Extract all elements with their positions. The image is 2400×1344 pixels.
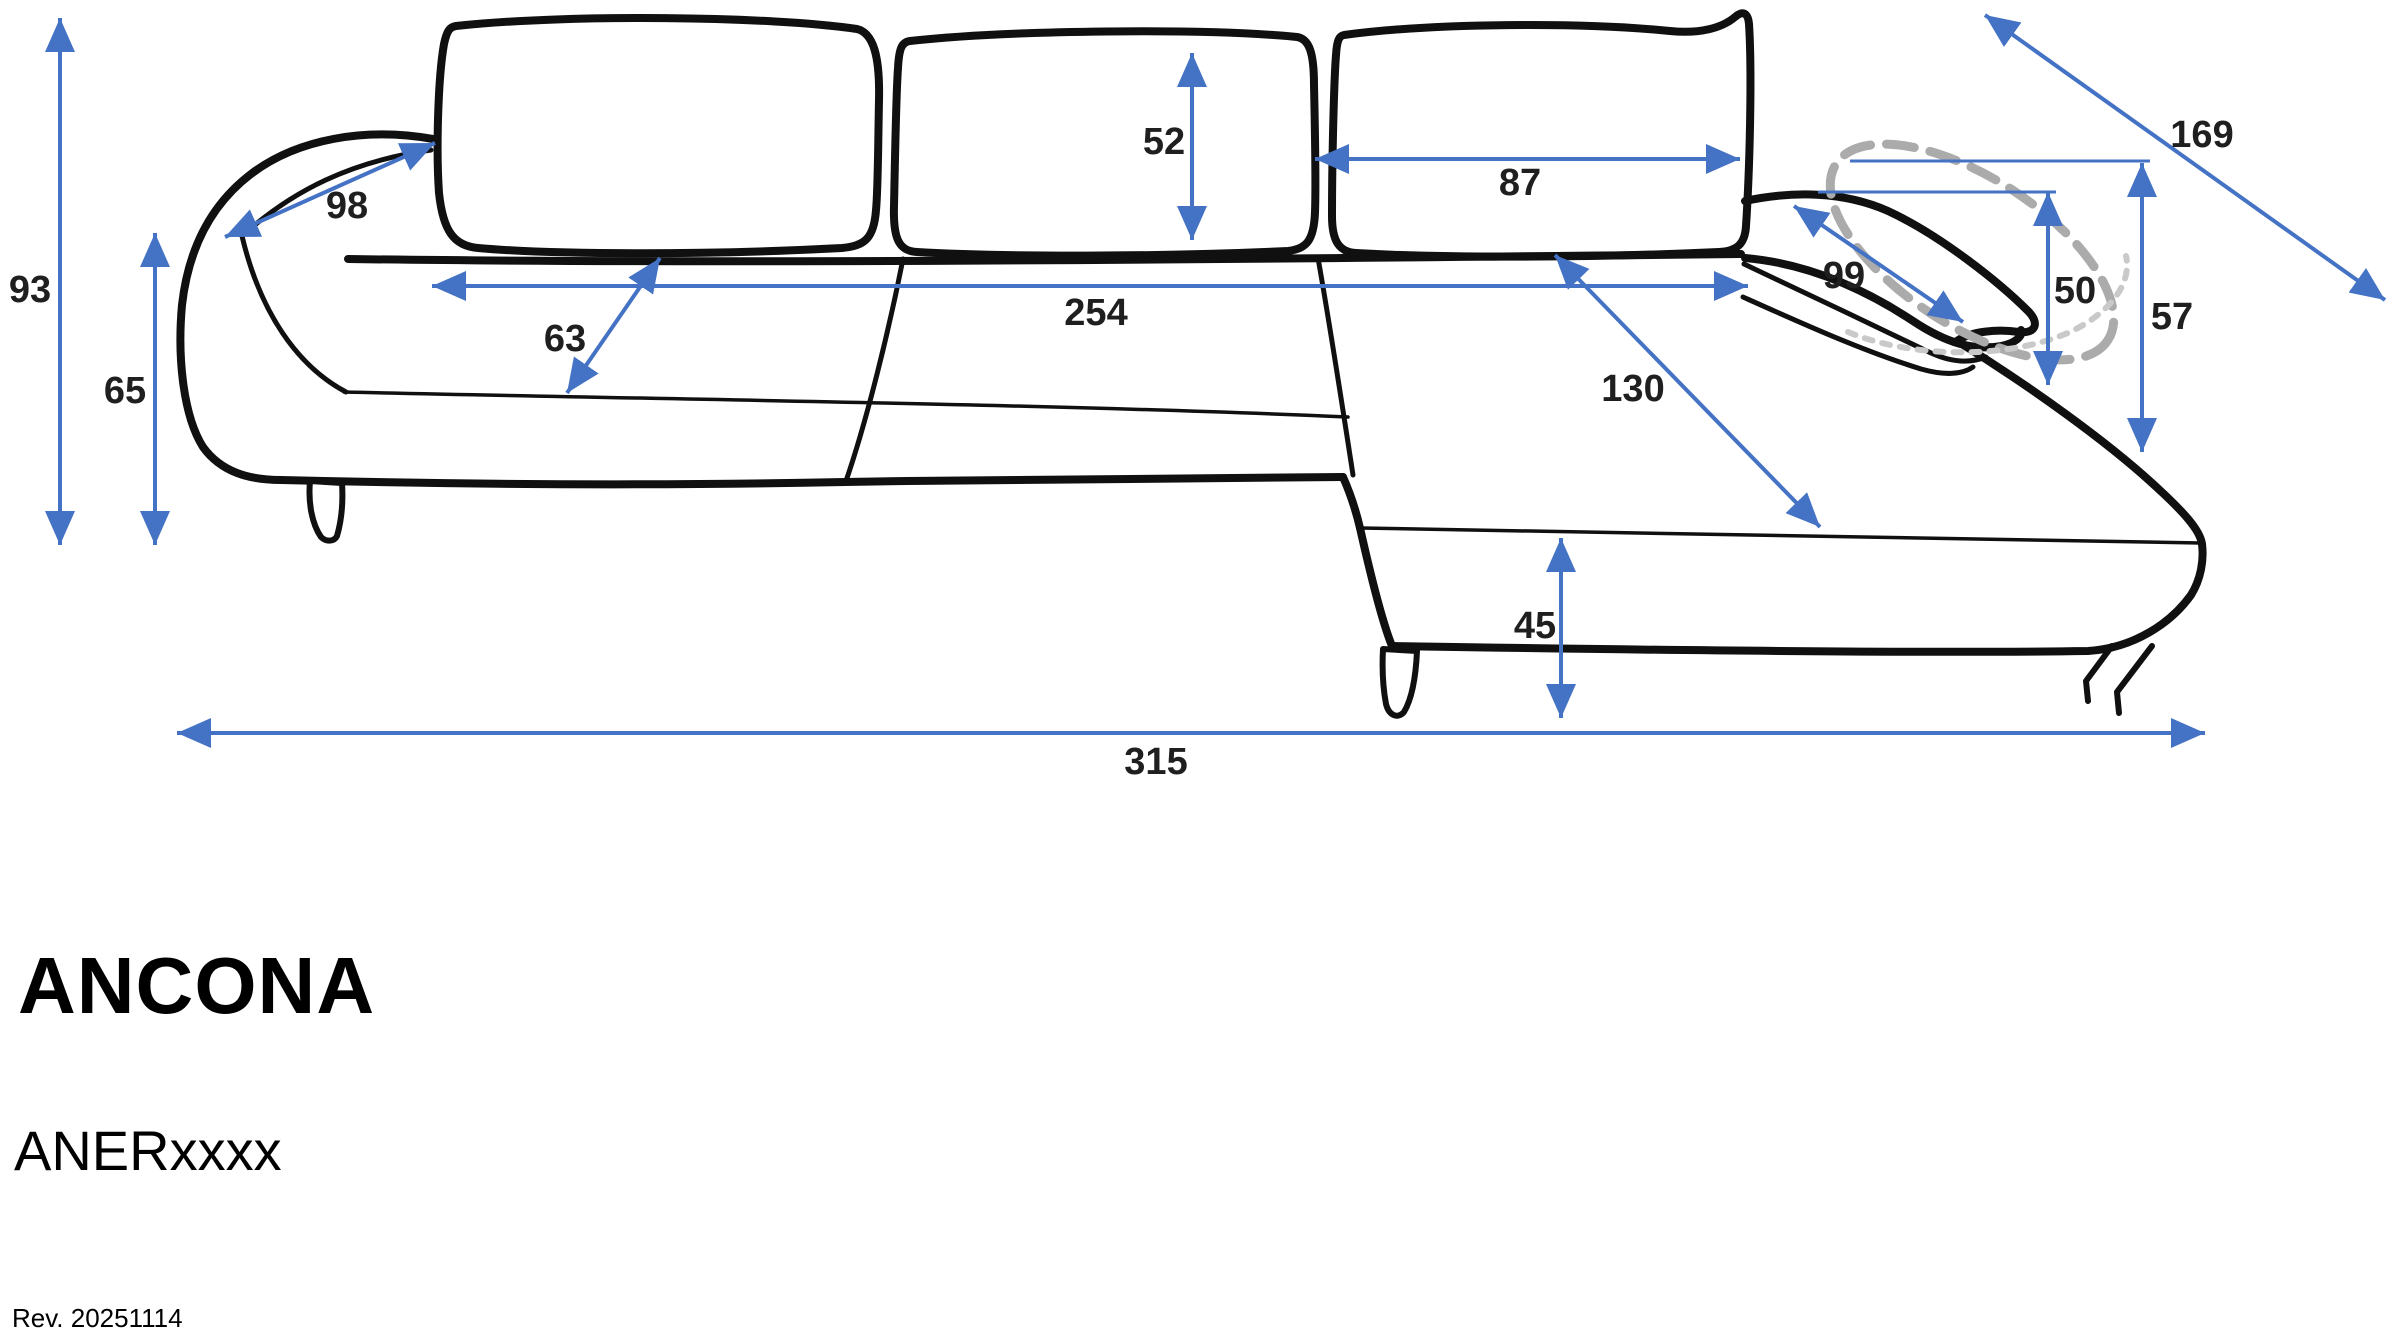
- dim-label-back-cushion-width: 87: [1499, 162, 1541, 204]
- model-code: ANERxxxx: [14, 1119, 282, 1182]
- dim-label-total-width: 315: [1124, 741, 1187, 783]
- seat-divider-right: [1315, 255, 1356, 478]
- dim-label-total-height: 93: [9, 269, 51, 311]
- dim-line-armrest-diagonal: [224, 141, 436, 239]
- dim-label-armrest-diagonal: 98: [326, 185, 368, 227]
- dim-line-chaise-length: [1553, 253, 1822, 529]
- dim-label-chaise-length: 130: [1601, 368, 1664, 410]
- chaise-left-edge: [1356, 524, 1396, 650]
- chaise-front-leg: [1379, 646, 1420, 719]
- back-pillow-middle: [889, 27, 1320, 260]
- chaise-rear-leg-inner: [2083, 643, 2115, 704]
- back-pillow-left: [433, 14, 884, 258]
- dimension-labels: 93 65 98 52 87 169 254 63 99 130 50 57 4…: [9, 114, 2234, 783]
- product-title: ANCONA: [18, 941, 376, 1030]
- seat-back-seam: [344, 250, 1745, 266]
- left-armrest-outer: [176, 130, 437, 484]
- dim-label-seat-depth: 63: [544, 318, 586, 360]
- dim-label-corner-diagonal: 169: [2170, 114, 2233, 156]
- sofa-bottom-edge: [277, 473, 1347, 489]
- dim-label-seat-height: 45: [1514, 605, 1556, 647]
- chaise-front-top-edge: [1358, 526, 2203, 545]
- left-armrest-front: [239, 233, 349, 395]
- dim-line-seat-depth: [565, 256, 662, 395]
- chaise-right-edge: [1953, 337, 2206, 548]
- dim-label-back-cushion-height: 52: [1143, 121, 1185, 163]
- dimension-lines: [45, 13, 2387, 748]
- dim-line-chaise-arm-length: [1792, 204, 1965, 324]
- chaise-left-corner: [1339, 473, 1364, 532]
- dim-label-seat-width: 254: [1064, 292, 1127, 334]
- seat-divider-left: [843, 256, 906, 484]
- dim-label-chaise-arm-length: 99: [1823, 255, 1865, 297]
- dim-label-armrest-height: 65: [104, 370, 146, 412]
- back-pillow-right: [1328, 9, 1755, 261]
- seat-front-seam: [342, 390, 1350, 419]
- dim-line-corner-diagonal: [1983, 13, 2387, 302]
- front-left-leg: [306, 478, 346, 544]
- dim-label-chaise-arm-height: 50: [2054, 270, 2096, 312]
- headrest-ghost-outline: [1825, 139, 2119, 365]
- sofa-drawing: [176, 9, 2207, 719]
- dim-label-chaise-back-height: 57: [2151, 296, 2193, 338]
- revision-note: Rev. 20251114: [12, 1303, 183, 1333]
- chaise-front-bottom-edge: [1388, 540, 2207, 656]
- chaise-rear-leg-outer: [2114, 643, 2155, 716]
